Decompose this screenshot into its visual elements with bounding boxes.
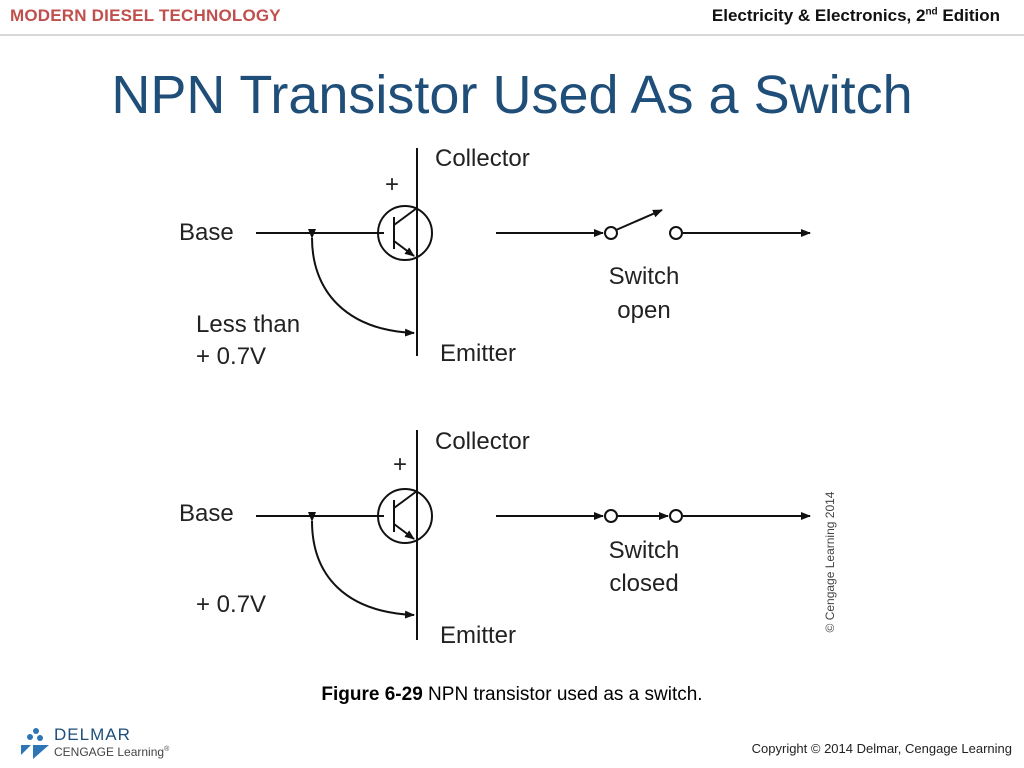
- top-voltage-arc-arrow: [307, 228, 415, 337]
- publisher-logo: DELMAR CENGAGE Learning®: [16, 726, 169, 760]
- book-title-edition: Edition: [937, 6, 1000, 25]
- book-title-ordinal: nd: [925, 6, 938, 18]
- bottom-voltage-label: + 0.7V: [196, 591, 266, 618]
- top-base-label: Base: [179, 219, 234, 246]
- top-plus-sign: +: [385, 171, 399, 198]
- bottom-plus-sign: +: [393, 451, 407, 478]
- image-credit: © Cengage Learning 2014: [823, 491, 837, 632]
- top-collector-label: Collector: [435, 145, 530, 172]
- bottom-emitter-label: Emitter: [440, 622, 516, 649]
- bottom-base-label: Base: [179, 500, 234, 527]
- header-divider: [0, 34, 1024, 36]
- bottom-transistor-emitter-lead: [393, 523, 415, 540]
- top-switch-contact-right: [669, 226, 683, 240]
- top-transistor-emitter-lead: [393, 240, 415, 257]
- logo-trademark: ®: [164, 745, 170, 753]
- bottom-transistor-collector-lead: [393, 490, 418, 509]
- top-transistor-symbol: [377, 205, 433, 261]
- top-switch-label-line2: open: [617, 297, 670, 324]
- bottom-transistor-symbol: [377, 488, 433, 544]
- top-transistor-collector-lead: [393, 207, 418, 226]
- copyright-notice: Copyright © 2014 Delmar, Cengage Learnin…: [751, 741, 1012, 756]
- book-edition: Electricity & Electronics, 2nd Edition: [712, 6, 1000, 26]
- top-voltage-label-line2: + 0.7V: [196, 343, 266, 370]
- top-emitter-label: Emitter: [440, 340, 516, 367]
- top-switch-contact-left: [604, 226, 618, 240]
- bottom-collector-label: Collector: [435, 428, 530, 455]
- figure-caption-text: NPN transistor used as a switch.: [422, 684, 703, 705]
- bottom-circuit: + Collector Base Emitter + 0.7V Switch c…: [179, 428, 811, 649]
- top-switch-blade-open: [615, 209, 663, 231]
- slide-title: NPN Transistor Used As a Switch: [111, 65, 913, 125]
- logo-subtitle-text: CENGAGE Learning: [54, 744, 165, 759]
- bottom-voltage-arc-arrow: [307, 511, 415, 619]
- transistor-switch-diagram: + Collector Base Emitter Less than + 0.7…: [179, 145, 837, 649]
- logo-wordmark: DELMAR: [54, 724, 131, 744]
- delmar-logo-icon: [21, 728, 49, 759]
- bottom-switch-contact-right: [669, 509, 683, 523]
- figure-caption: Figure 6-29 NPN transistor used as a swi…: [0, 684, 1024, 706]
- bottom-switch-label-line1: Switch: [609, 537, 680, 564]
- book-title-main: Electricity & Electronics, 2: [711, 6, 926, 25]
- figure-number: Figure 6-29: [321, 684, 423, 705]
- bottom-switch-label-line2: closed: [609, 570, 678, 597]
- bottom-switch-contact-left: [604, 509, 618, 523]
- series-title: MODERN DIESEL TECHNOLOGY: [10, 6, 281, 25]
- top-circuit: + Collector Base Emitter Less than + 0.7…: [179, 145, 811, 370]
- logo-subtitle: CENGAGE Learning®: [54, 742, 169, 760]
- top-switch-label-line1: Switch: [609, 263, 680, 290]
- top-voltage-label-line1: Less than: [196, 311, 300, 338]
